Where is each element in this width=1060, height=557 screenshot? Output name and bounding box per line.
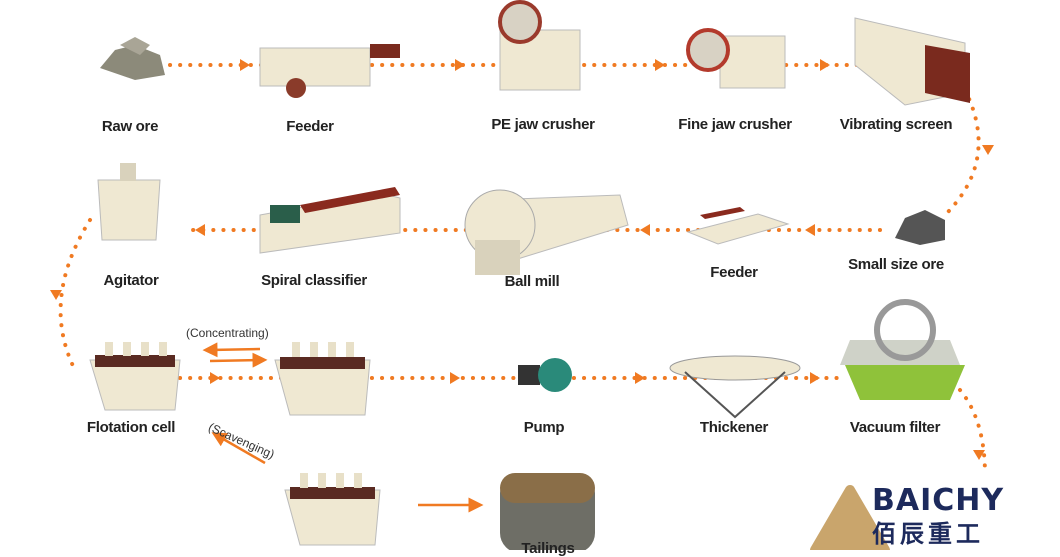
vibrating-screen-image: [854, 17, 970, 106]
label-flotation-cell: Flotation cell: [86, 419, 176, 436]
label-ball-mill: Ball mill: [504, 273, 560, 290]
flotation-cell-image: [89, 342, 181, 411]
note-concentrating: (Concentrating): [186, 326, 269, 340]
tailings-image: [500, 473, 595, 550]
small-size-ore-image: [895, 210, 945, 245]
thickener-image: [669, 355, 801, 419]
flow-line-curve-left: [58, 218, 92, 372]
label-pe-jaw-crusher: PE jaw crusher: [491, 116, 595, 133]
label-tailings: Tailings: [521, 540, 575, 557]
label-feeder: Feeder: [286, 118, 334, 135]
scavenging-arrow: [211, 432, 266, 465]
pump-image: [518, 358, 572, 392]
ball-mill-image: [464, 189, 629, 275]
feeder-image: [259, 44, 400, 98]
flotation-cell-scavenging-image: [284, 473, 381, 546]
baichy-logo: BAICHY 佰辰重工: [872, 483, 1004, 549]
logo-text-cn: 佰辰重工: [872, 521, 984, 548]
raw-ore-image: [100, 37, 165, 80]
label-thickener: Thickener: [699, 419, 769, 436]
flow-line-curve-right: [943, 88, 981, 217]
label-agitator: Agitator: [103, 272, 159, 289]
feeder-2-image: [686, 207, 790, 245]
label-pump: Pump: [523, 419, 565, 436]
pe-jaw-crusher-image: [498, 0, 581, 91]
label-spiral-classifier: Spiral classifier: [261, 272, 367, 289]
label-vacuum-filter: Vacuum filter: [849, 419, 941, 436]
spiral-classifier-image: [259, 187, 401, 254]
flow-line-to-product: [958, 388, 987, 477]
label-feeder-2: Feeder: [710, 264, 758, 281]
label-vibrating-screen: Vibrating screen: [839, 116, 953, 133]
product-pile-image: [810, 485, 890, 550]
label-raw-ore: Raw ore: [101, 118, 159, 135]
label-fine-jaw-crusher: Fine jaw crusher: [678, 116, 792, 133]
logo-text-en: BAICHY: [872, 483, 1005, 518]
flotation-cell-concentrating-image: [274, 342, 371, 416]
concentrating-arrow-right: [209, 352, 268, 368]
solid-arrows: [202, 342, 484, 513]
agitator-image: [97, 163, 161, 241]
concentrating-arrow-left: [202, 342, 261, 358]
vacuum-filter-image: [840, 299, 965, 400]
label-small-size-ore: Small size ore: [848, 256, 944, 273]
fine-jaw-crusher-image: [686, 28, 786, 89]
